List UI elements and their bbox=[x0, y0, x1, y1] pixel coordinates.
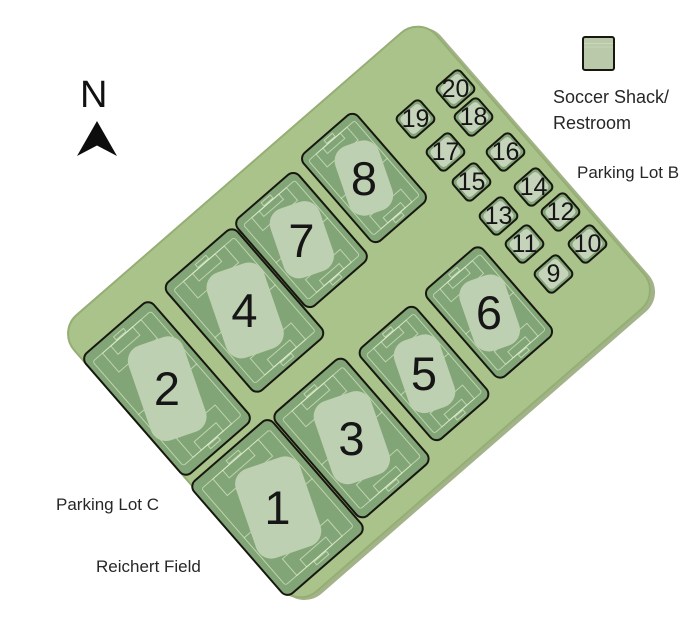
field-number: 18 bbox=[459, 102, 487, 131]
legend-line2: Restroom bbox=[553, 113, 632, 133]
north-label: N bbox=[80, 74, 108, 116]
field-number: 15 bbox=[457, 167, 485, 196]
north-arrow-icon bbox=[77, 121, 117, 156]
soccer-shack-icon bbox=[582, 36, 615, 71]
legend-line1: Soccer Shack/ bbox=[553, 87, 670, 107]
field-name-label: Reichert Field bbox=[96, 557, 201, 576]
field-number: 16 bbox=[491, 137, 519, 166]
field-number: 9 bbox=[546, 259, 560, 288]
field-number: 12 bbox=[546, 197, 574, 226]
legend-label: Soccer Shack/ Restroom bbox=[553, 84, 683, 136]
field-number: 19 bbox=[401, 104, 429, 133]
field-number: 11 bbox=[511, 229, 537, 258]
field-number: 10 bbox=[573, 229, 601, 258]
parking-lot-b-label: Parking Lot B bbox=[577, 163, 680, 182]
field-number: 14 bbox=[519, 172, 547, 201]
field-number: 17 bbox=[431, 137, 459, 166]
field-number: 13 bbox=[484, 201, 512, 230]
field-number: 20 bbox=[441, 74, 469, 103]
parking-lot-c-label: Parking Lot C bbox=[56, 495, 159, 514]
legend-soccer-shack: Soccer Shack/ Restroom bbox=[553, 36, 683, 136]
